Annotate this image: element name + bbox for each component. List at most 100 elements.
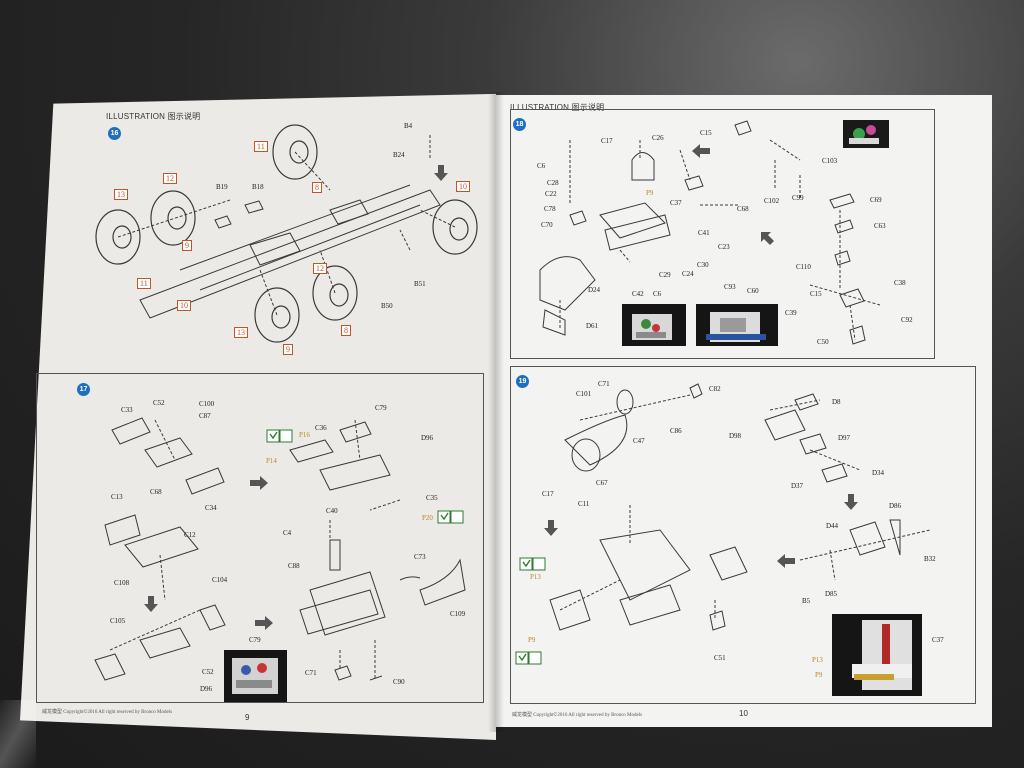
part-label: C39: [785, 309, 797, 317]
step-18-badge: 18: [513, 118, 526, 131]
part-label: C102: [764, 197, 780, 205]
part-label: C37: [932, 636, 944, 644]
part-label: C4: [283, 529, 292, 537]
part-label: C99: [792, 194, 804, 202]
part-label: D8: [832, 398, 841, 406]
part-label: C68: [150, 488, 162, 496]
part-label: C6: [537, 162, 546, 170]
part-tag: 9: [182, 240, 192, 251]
part-label: C71: [598, 380, 610, 388]
part-label: C71: [305, 669, 317, 677]
part-label: C63: [874, 222, 886, 230]
part-label: C24: [682, 270, 694, 278]
left-page-copyright: 威龙模型 Copyright©2016 All right reserved b…: [42, 710, 173, 715]
part-label: C37: [670, 199, 682, 207]
reference-photo-engine-step17: [224, 650, 287, 702]
part-label: C90: [393, 678, 405, 686]
part-label: D61: [586, 322, 599, 330]
reference-photo-engine-left: [622, 304, 686, 346]
part-label: B24: [393, 151, 405, 159]
left-page-number: 9: [245, 713, 250, 722]
paint-tag: P14: [266, 457, 277, 465]
paint-tag: P20: [422, 514, 433, 522]
part-label: C15: [700, 129, 712, 137]
part-label: C51: [714, 654, 726, 662]
part-label: C93: [724, 283, 736, 291]
right-page-number: 10: [739, 709, 748, 718]
part-label: C33: [121, 406, 133, 414]
part-label: D98: [729, 432, 742, 440]
paint-tag: P13: [530, 573, 541, 581]
step-19-badge: 19: [516, 375, 529, 388]
part-label: B51: [414, 280, 426, 288]
part-label: C67: [596, 479, 608, 487]
part-label: D86: [889, 502, 902, 510]
part-label: C92: [901, 316, 913, 324]
part-label: C23: [718, 243, 730, 251]
reference-photo-engine-right: [696, 304, 778, 346]
part-label: C36: [315, 424, 327, 432]
part-label: C50: [817, 338, 829, 346]
reference-photo-parts-top: [829, 116, 895, 152]
part-label: C101: [576, 390, 592, 398]
part-tag: 8: [312, 182, 322, 193]
paint-tag: P16: [299, 431, 310, 439]
part-label: B18: [252, 183, 264, 191]
part-label: D96: [421, 434, 434, 442]
step-16-badge: 16: [108, 127, 121, 140]
paint-tag: P9: [815, 671, 823, 679]
part-label: C35: [426, 494, 438, 502]
part-label: B50: [381, 302, 393, 310]
part-label: C100: [199, 400, 215, 408]
part-tag: 12: [163, 173, 177, 184]
part-label: C42: [632, 290, 644, 298]
part-label: C110: [796, 263, 811, 271]
part-label: D44: [826, 522, 839, 530]
part-tag: 10: [456, 181, 470, 192]
chassis-drawing: [139, 184, 441, 319]
part-label: B5: [802, 597, 811, 605]
step-19-drawing: [549, 383, 901, 631]
step-17-panel: [36, 373, 484, 703]
paint-tag: P13: [812, 656, 823, 664]
part-label: C52: [202, 668, 214, 676]
part-label: C12: [184, 531, 196, 539]
part-label: C105: [110, 617, 126, 625]
part-label: C103: [822, 157, 838, 165]
part-label: C29: [659, 271, 671, 279]
part-label: C109: [450, 610, 466, 618]
part-tag: 13: [234, 327, 248, 338]
part-label: C26: [652, 134, 664, 142]
part-label: C28: [547, 179, 559, 187]
part-label: C70: [541, 221, 553, 229]
part-label: C78: [544, 205, 556, 213]
part-label: C41: [698, 229, 710, 237]
part-label: C15: [810, 290, 822, 298]
part-label: C79: [249, 636, 261, 644]
part-tag: 11: [137, 278, 151, 289]
part-label: C73: [414, 553, 426, 561]
part-label: B4: [404, 122, 413, 130]
part-label: C11: [578, 500, 590, 508]
wheel-drawings: [95, 124, 478, 343]
part-label: C69: [870, 196, 882, 204]
step-17-badge: 17: [77, 383, 90, 396]
book-spine: [488, 92, 504, 732]
part-label: D37: [791, 482, 804, 490]
part-tag: 11: [254, 141, 268, 152]
part-tag: 8: [341, 325, 351, 336]
part-label: C79: [375, 404, 387, 412]
part-label: C60: [747, 287, 759, 295]
paint-tag: P9: [646, 189, 654, 197]
part-label: C86: [670, 427, 682, 435]
part-label: C6: [653, 290, 662, 298]
part-label: C13: [111, 493, 123, 501]
part-label: D97: [838, 434, 851, 442]
part-tag: 12: [313, 263, 327, 274]
step-18-drawing: [539, 120, 866, 345]
part-label: C82: [709, 385, 721, 393]
part-label: C30: [697, 261, 709, 269]
part-label: C68: [737, 205, 749, 213]
part-tag: 13: [114, 189, 128, 200]
part-label: C40: [326, 507, 338, 515]
